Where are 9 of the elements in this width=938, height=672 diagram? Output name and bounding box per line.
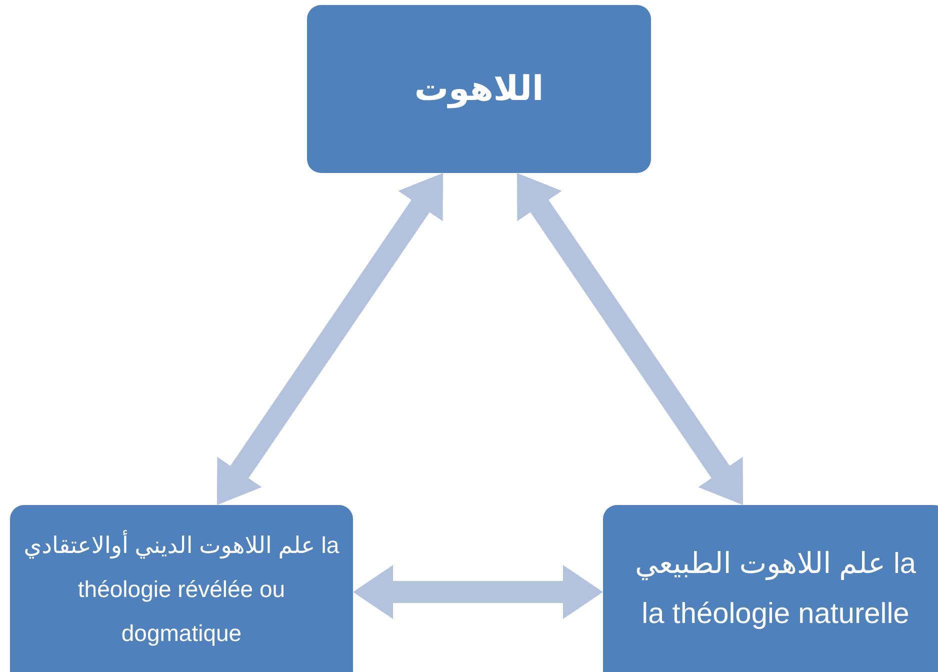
box-label: علم اللاهوت الديني أوالاعتقادي la théologie révélée ou dogmatique bbox=[22, 529, 340, 648]
double-arrow bbox=[517, 173, 743, 505]
rounded-box bbox=[10, 505, 353, 672]
box-label: اللاهوت bbox=[413, 69, 545, 110]
rounded-box bbox=[307, 5, 651, 173]
rounded-box bbox=[603, 505, 938, 672]
box-label: علم اللاهوت الطبيعي la la théologie naturelle bbox=[634, 547, 918, 632]
double-arrow bbox=[217, 173, 443, 505]
double-arrow bbox=[353, 565, 603, 619]
